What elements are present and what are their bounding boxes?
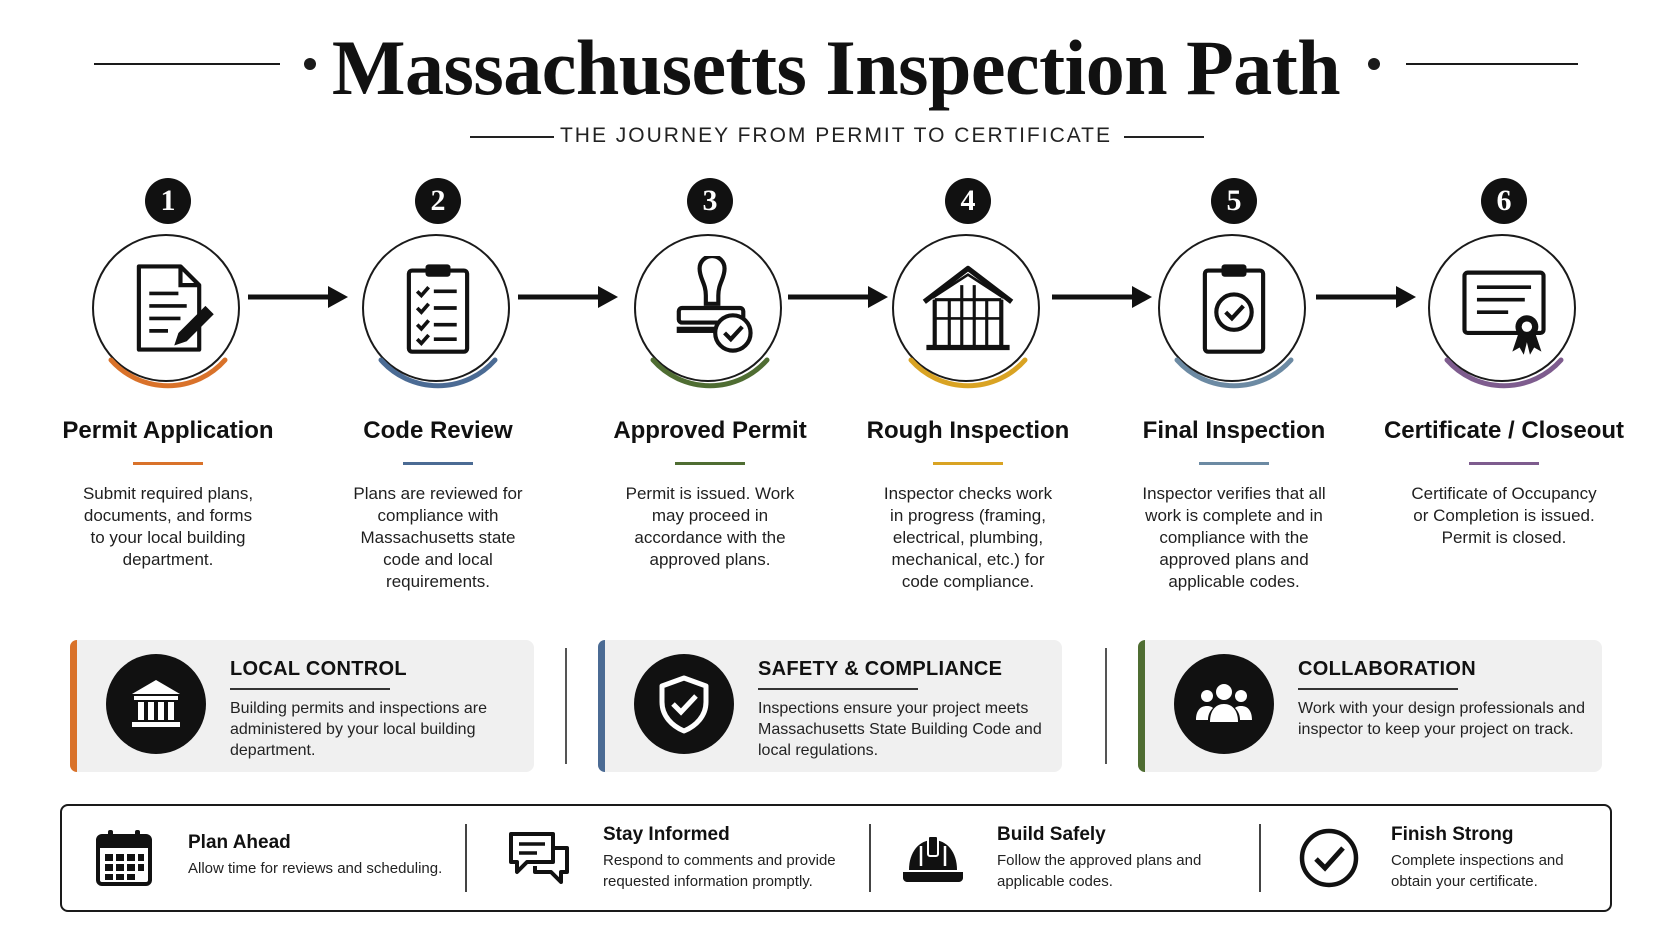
tip-description: Complete inspections and obtain your cer… [1391, 852, 1564, 890]
tip-divider [869, 824, 871, 892]
pillar-local-control: LOCAL CONTROL Building permits and inspe… [70, 640, 534, 772]
tip-divider [1259, 824, 1261, 892]
step-accent-rule [403, 462, 473, 465]
pillar-accent-bar [70, 640, 77, 772]
tip-divider [465, 824, 467, 892]
pillar-icon-badge [634, 654, 734, 754]
step-number: 3 [687, 178, 733, 224]
pillar-description: Building permits and inspections are adm… [230, 700, 488, 759]
step-number: 5 [1211, 178, 1257, 224]
step-title: Code Review [363, 417, 513, 444]
flow-arrow [788, 286, 888, 308]
flow-arrow [518, 286, 618, 308]
pillar-divider [565, 648, 567, 764]
house-framing-icon [922, 265, 1014, 351]
pillar-accent-bar [1138, 640, 1145, 772]
step-title: Final Inspection [1142, 417, 1326, 444]
tip-description: Respond to comments and provide requeste… [603, 852, 836, 890]
pillar-icon-badge [106, 654, 206, 754]
step-description: Plans are reviewed for compliance with M… [353, 484, 523, 591]
step-icon-circle [628, 234, 792, 404]
pillar-description: Inspections ensure your project meets Ma… [758, 700, 1042, 759]
stamp-check-icon [676, 256, 753, 353]
step-final-inspection: 5 Final Inspection Inspector verifies th… [1084, 178, 1384, 593]
step-description: Inspector verifies that all work is comp… [1142, 484, 1326, 591]
flow-arrow [1316, 286, 1416, 308]
flow-arrow [248, 286, 348, 308]
step-description: Inspector checks work in progress (frami… [883, 484, 1053, 591]
title-right-dot [1368, 58, 1380, 70]
tips-panel: Plan Ahead Allow time for reviews and sc… [60, 804, 1612, 912]
title-left-rule [94, 63, 280, 65]
tip-title: Plan Ahead [188, 832, 291, 853]
step-code-review: 2 Code Review Plans are reviewed for com… [288, 178, 588, 593]
pillar-accent-bar [598, 640, 605, 772]
step-number: 4 [945, 178, 991, 224]
step-title: Approved Permit [613, 417, 807, 444]
tip-description: Follow the approved plans and applicable… [997, 852, 1202, 890]
step-icon-circle [356, 234, 520, 404]
step-number: 2 [415, 178, 461, 224]
step-accent-rule [133, 462, 203, 465]
building-columns-icon [132, 680, 180, 727]
title-left-dot [304, 58, 316, 70]
pillar-icon-badge [1174, 654, 1274, 754]
step-icon-circle [1422, 234, 1586, 404]
step-description: Submit required plans, documents, and fo… [82, 484, 254, 569]
tip-plan-ahead: Plan Ahead Allow time for reviews and sc… [62, 806, 462, 910]
step-title: Certificate / Closeout [1383, 417, 1625, 444]
step-title: Permit Application [62, 417, 274, 444]
tip-description: Allow time for reviews and scheduling. [188, 860, 443, 877]
step-number: 1 [145, 178, 191, 224]
step-rough-inspection: 4 Rough Inspection Inspector checks work… [818, 178, 1118, 593]
pillar-title: SAFETY & COMPLIANCE [758, 658, 1003, 680]
step-permit-application: 1 Permit Application Submit required pla… [18, 178, 318, 571]
pillar-safety-compliance: SAFETY & COMPLIANCE Inspections ensure y… [598, 640, 1062, 772]
clipboard-check-icon [1202, 264, 1266, 354]
tip-title: Finish Strong [1391, 824, 1514, 845]
step-accent-rule [675, 462, 745, 465]
step-icon-circle [1152, 234, 1316, 404]
chat-bubbles-icon [509, 832, 569, 884]
step-icon-circle [886, 234, 1050, 404]
pillar-title: LOCAL CONTROL [230, 658, 407, 680]
pillar-title: COLLABORATION [1298, 658, 1476, 680]
step-description: Permit is issued. Work may proceed in ac… [625, 484, 795, 569]
step-certificate-closeout: 6 Certificate / Closeout Certificate of … [1354, 178, 1654, 549]
pillar-description: Work with your design professionals and … [1298, 700, 1585, 738]
tip-title: Stay Informed [603, 824, 730, 845]
subtitle-right-rule [1124, 136, 1204, 138]
pillar-title-rule [758, 688, 918, 690]
pillar-title-rule [1298, 688, 1458, 690]
pillar-collaboration: COLLABORATION Work with your design prof… [1138, 640, 1602, 772]
tip-title: Build Safely [997, 824, 1106, 845]
flow-arrow [1052, 286, 1152, 308]
pillar-title-rule [230, 688, 390, 690]
step-approved-permit: 3 Approved Permit Permit is issued. Work… [560, 178, 860, 571]
shield-check-icon [659, 675, 709, 734]
step-accent-rule [933, 462, 1003, 465]
tip-finish-strong: Finish Strong Complete inspections and o… [1261, 806, 1611, 910]
title-right-rule [1406, 63, 1578, 65]
tip-stay-informed: Stay Informed Respond to comments and pr… [467, 806, 867, 910]
tip-build-safely: Build Safely Follow the approved plans a… [871, 806, 1251, 910]
step-accent-rule [1199, 462, 1269, 465]
document-pencil-icon [136, 264, 214, 352]
certificate-ribbon-icon [1462, 270, 1546, 355]
step-description: Certificate of Occupancy or Completion i… [1411, 484, 1597, 547]
page-title: Massachusetts Inspection Path [331, 24, 1341, 111]
pillar-divider [1105, 648, 1107, 764]
step-icon-circle [86, 234, 250, 404]
step-title: Rough Inspection [866, 417, 1070, 444]
clipboard-checklist-icon [406, 264, 470, 354]
step-accent-rule [1469, 462, 1539, 465]
people-group-icon [1196, 684, 1252, 722]
page-subtitle: THE JOURNEY FROM PERMIT TO CERTIFICATE [559, 124, 1113, 147]
hard-hat-icon [903, 835, 963, 882]
subtitle-left-rule [470, 136, 554, 138]
step-number: 6 [1481, 178, 1527, 224]
check-circle-icon [1299, 828, 1359, 888]
calendar-icon [96, 830, 152, 886]
